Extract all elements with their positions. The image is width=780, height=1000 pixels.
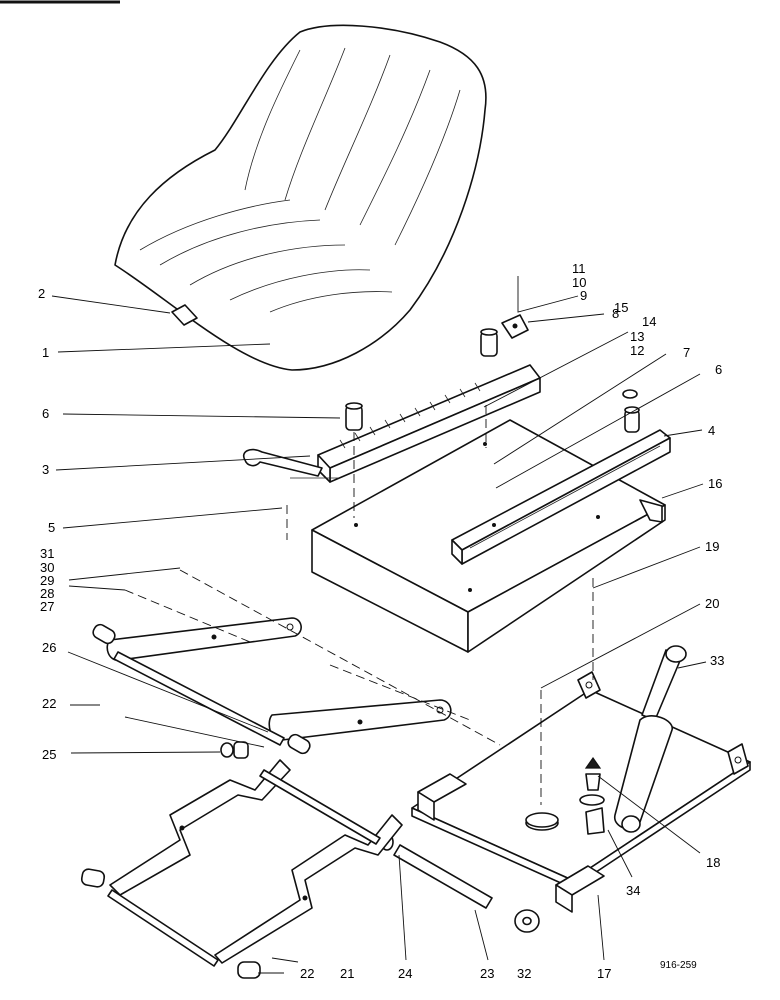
callout-25: 25 [42, 747, 56, 762]
callout-31: 31 [40, 546, 54, 561]
pivot-pin [393, 844, 493, 909]
callout-21: 21 [340, 966, 354, 981]
callout-11: 11 [572, 261, 586, 276]
leader-lines [51, 276, 707, 974]
linkage-upper-arm [106, 617, 452, 741]
callout-3: 3 [42, 462, 49, 477]
callout-13: 13 [630, 329, 644, 344]
callout-12: 12 [630, 343, 644, 358]
callout-16: 16 [708, 476, 722, 491]
callout-28: 28 [40, 586, 54, 601]
callout-18: 18 [706, 855, 720, 870]
callout-20: 20 [705, 596, 719, 611]
callout-19: 19 [705, 539, 719, 554]
drawing-reference-number: 916-259 [660, 960, 697, 971]
callout-8: 8 [612, 306, 619, 321]
callout-14: 14 [642, 314, 656, 329]
callout-6-right: 6 [715, 362, 722, 377]
callout-22-lower: 22 [300, 966, 314, 981]
callout-labels: 2 1 6 3 5 31 30 29 28 27 26 22 25 11 10 … [38, 261, 724, 981]
assembly-lines [124, 405, 594, 805]
grease-nipple [579, 756, 605, 806]
callout-32: 32 [517, 966, 531, 981]
callout-24: 24 [398, 966, 412, 981]
callout-27: 27 [40, 599, 54, 614]
callout-6-left: 6 [42, 406, 49, 421]
lower-scissor-frame [80, 759, 403, 979]
callout-23: 23 [480, 966, 494, 981]
callout-30: 30 [40, 560, 54, 575]
spacer-top [480, 328, 498, 357]
callout-33: 33 [710, 653, 724, 668]
lower-base-plate [411, 671, 751, 913]
callout-34: 34 [626, 883, 640, 898]
seat-cushion [114, 24, 487, 371]
spacer-right [624, 406, 640, 433]
mounting-bracket [501, 314, 529, 339]
callout-4: 4 [708, 423, 715, 438]
callout-9: 9 [580, 288, 587, 303]
callout-1: 1 [42, 345, 49, 360]
callout-7: 7 [683, 345, 690, 360]
nut [514, 909, 540, 933]
callout-29: 29 [40, 573, 54, 588]
callout-22-upper: 22 [42, 696, 56, 711]
seat-base-plate [311, 419, 666, 653]
retaining-clip [585, 807, 605, 835]
callout-17: 17 [597, 966, 611, 981]
callout-15: 15 [614, 300, 628, 315]
callout-5: 5 [48, 520, 55, 535]
spacer-left [345, 402, 363, 431]
callout-2: 2 [38, 286, 45, 301]
shock-absorber [614, 645, 687, 833]
callout-10: 10 [572, 275, 586, 290]
seat-clip [171, 304, 198, 326]
callout-26: 26 [42, 640, 56, 655]
seat-slide-rail-right [451, 429, 671, 565]
adjust-lever [243, 448, 340, 479]
